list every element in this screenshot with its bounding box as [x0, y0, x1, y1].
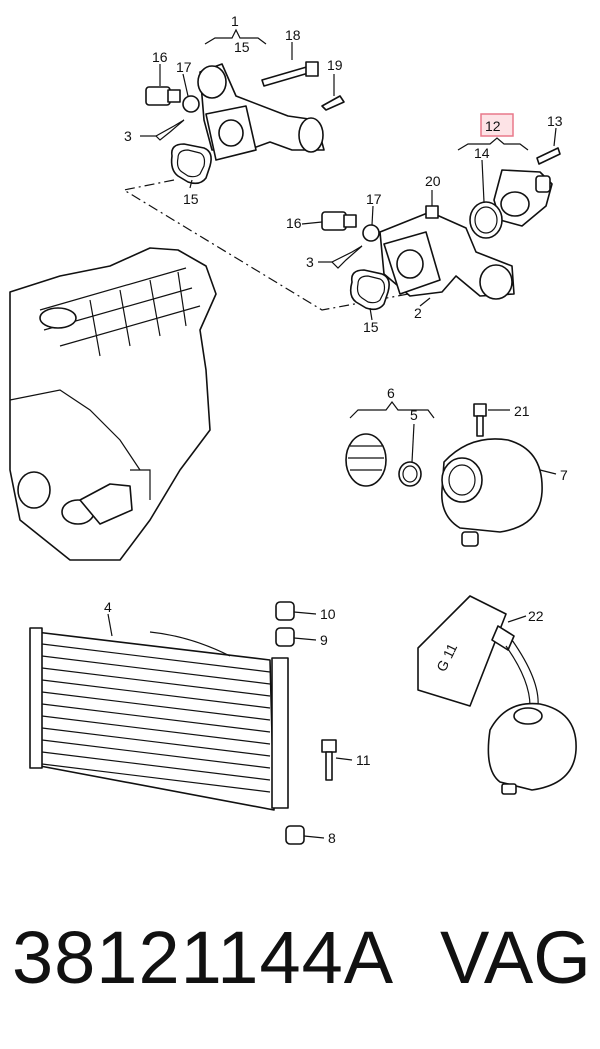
callout-16: 16	[286, 215, 302, 231]
coolant-flange-upper	[145, 28, 345, 185]
callout-22: 22	[528, 608, 544, 624]
callout-17: 17	[176, 59, 192, 75]
callout-2: 2	[414, 305, 422, 321]
callout-3: 3	[124, 128, 132, 144]
callout-20: 20	[425, 173, 441, 189]
callout-6: 6	[387, 385, 395, 401]
callout-labels: 1 15 18 16 17 19 3 15 12 13 14 20 17 16 …	[104, 13, 568, 846]
callout-16: 16	[152, 49, 168, 65]
callout-17: 17	[366, 191, 382, 207]
callout-10: 10	[320, 606, 336, 622]
callout-15: 15	[183, 191, 199, 207]
callout-8: 8	[328, 830, 336, 846]
callout-11: 11	[356, 752, 371, 768]
coolant-flange-lower	[321, 113, 561, 311]
expansion-tank	[345, 401, 543, 547]
callout-7: 7	[560, 467, 568, 483]
callout-12[interactable]: 12	[485, 118, 501, 134]
callout-15: 15	[363, 319, 379, 335]
callout-19: 19	[327, 57, 343, 73]
callout-4: 4	[104, 599, 112, 615]
part-number: 38121144A	[12, 916, 395, 999]
leader-lines	[107, 42, 557, 839]
highlight-box	[480, 113, 514, 137]
brand-name: VAG	[440, 916, 591, 999]
callout-14: 14	[474, 145, 490, 161]
callout-3: 3	[306, 254, 314, 270]
engine-block	[9, 247, 217, 561]
callout-21: 21	[514, 403, 530, 419]
coolant-bottle-g11: G 11	[417, 595, 577, 795]
callout-18: 18	[285, 27, 301, 43]
parts-diagram: G 11 1 15 18 16	[9, 13, 577, 846]
callout-9: 9	[320, 632, 328, 648]
dashed-connector	[122, 179, 431, 311]
callout-5: 5	[410, 407, 418, 423]
callout-13: 13	[547, 113, 563, 129]
radiator	[29, 601, 337, 845]
callout-1: 1	[231, 13, 239, 29]
callout-15: 15	[234, 39, 250, 55]
